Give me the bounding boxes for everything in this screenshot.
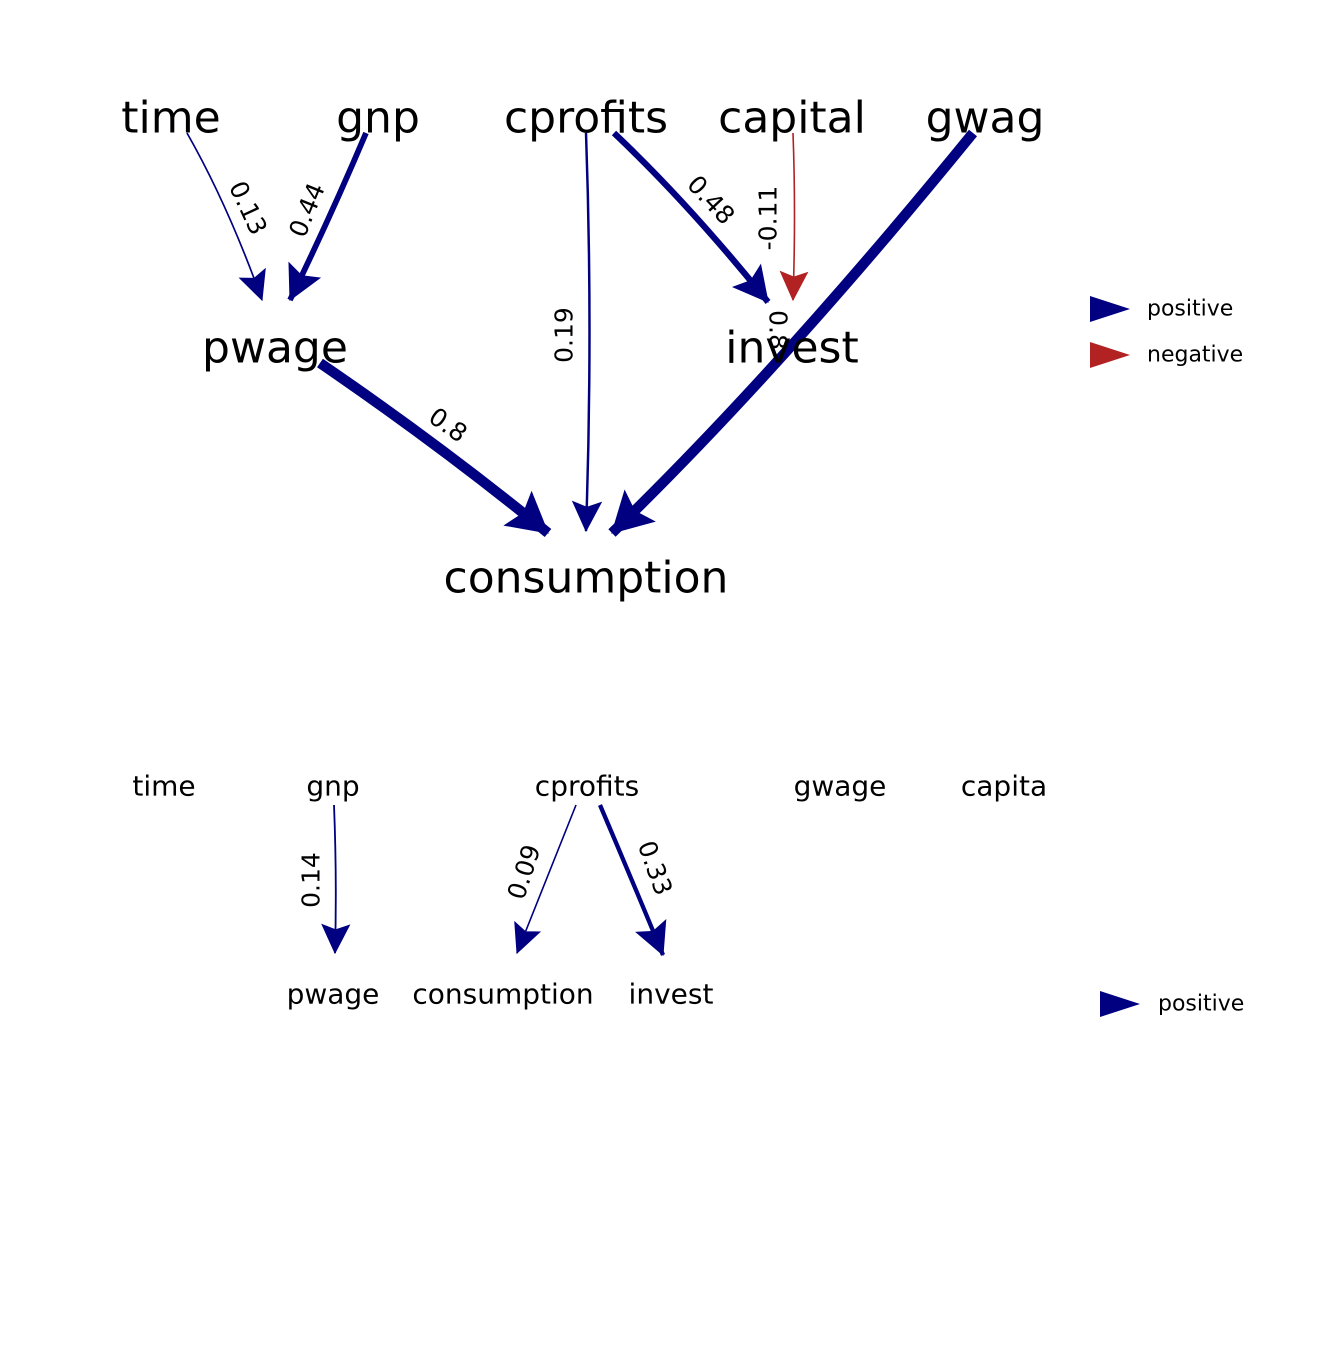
arrowhead-icon <box>611 489 656 534</box>
node-gnp: gnp <box>336 93 420 144</box>
legend-positive-arrow-icon <box>1090 296 1130 322</box>
node-consumption: consumption <box>412 978 593 1011</box>
edge-gwage-to-consumption <box>608 129 978 537</box>
edge-label: -0.11 <box>754 186 783 251</box>
legend-positive-label: positive <box>1147 297 1233 322</box>
arrowhead-icon <box>571 500 603 533</box>
node-cprofits: cprofits <box>504 93 668 144</box>
arrowhead-icon <box>238 267 266 302</box>
node-gnp: gnp <box>306 770 359 803</box>
node-pwage: pwage <box>287 978 380 1011</box>
arrowhead-icon <box>779 270 809 302</box>
arrowhead-icon <box>514 920 542 955</box>
arrowhead-icon <box>731 263 769 303</box>
edge-label: 0.48 <box>681 170 740 230</box>
arrowhead-icon <box>635 918 667 957</box>
node-consumption: consumption <box>444 553 729 604</box>
edge-capital-to-invest <box>792 132 796 301</box>
edge-label: 0.19 <box>550 307 579 363</box>
node-gwage: gwage <box>794 770 887 803</box>
node-invest: invest <box>629 978 714 1011</box>
edge-pwage-to-consumption <box>317 358 552 538</box>
edge-cprofits-to-invest <box>611 130 771 304</box>
node-time: time <box>132 770 195 803</box>
edge-label: 0.14 <box>297 852 326 908</box>
arrowhead-icon <box>288 261 322 301</box>
legend-positive-arrow-icon <box>1100 991 1140 1017</box>
edge-time-to-pwage <box>186 132 263 301</box>
edge-label: 0.33 <box>632 837 678 899</box>
node-cprofits: cprofits <box>535 770 639 803</box>
node-invest: invest <box>725 323 858 374</box>
legend-negative-arrow-icon <box>1090 342 1130 368</box>
node-gwage: gwag <box>926 93 1045 144</box>
edge-label: 0.8 <box>764 310 793 350</box>
legend-negative-label: negative <box>1147 343 1243 368</box>
arrowhead-icon <box>321 923 351 955</box>
legend-positive-label: positive <box>1158 992 1244 1017</box>
arrowhead-icon <box>503 490 549 534</box>
node-time: time <box>121 93 220 144</box>
node-pwage: pwage <box>202 323 348 374</box>
edge-label: 0.13 <box>223 177 273 240</box>
edge-cprofits-to-consumption <box>584 132 591 532</box>
node-capital: capital <box>718 93 866 144</box>
edge-label: 0.09 <box>502 841 547 903</box>
node-capital: capita <box>961 770 1047 803</box>
